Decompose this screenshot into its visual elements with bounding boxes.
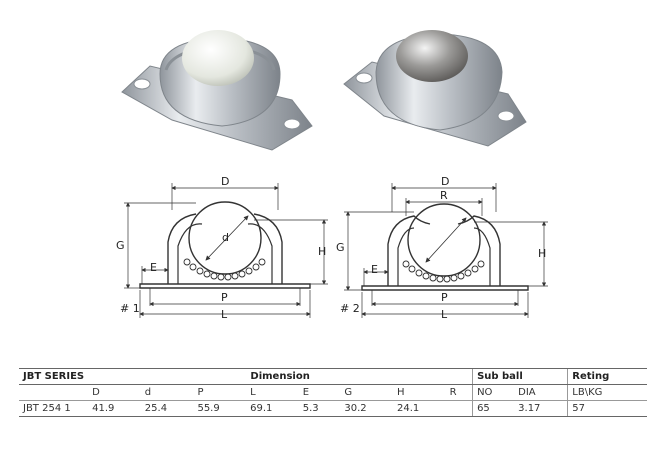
cell-no: 65 — [472, 400, 515, 417]
col-R: R — [445, 384, 473, 401]
subball-header: Sub ball — [472, 368, 568, 385]
col-rating-unit: LB\KG — [567, 384, 647, 401]
spec-header-row: JBT SERIES Dimension Sub ball Reting — [19, 368, 647, 385]
cell-R — [445, 400, 473, 417]
dim-label-D-2: D — [441, 175, 449, 188]
dim-label-G-1: G — [116, 239, 125, 252]
cell-E: 5.3 — [298, 400, 341, 417]
dim-label-H-2: H — [538, 247, 546, 260]
drawing-label-2: # 2 — [340, 302, 360, 315]
cell-P: 55.9 — [193, 400, 247, 417]
dim-label-d-1: d — [222, 231, 229, 244]
sub-balls-2 — [402, 260, 485, 283]
product-photos — [121, 30, 527, 151]
dim-label-L-1: L — [221, 308, 228, 321]
col-d: d — [140, 384, 194, 401]
col-H: H — [393, 384, 446, 401]
dim-label-R-2: R — [440, 189, 448, 202]
dim-label-H-1: H — [318, 245, 326, 258]
cell-G: 30.2 — [340, 400, 394, 417]
sub-balls-1 — [183, 258, 266, 281]
dim-label-G-2: G — [336, 241, 345, 254]
technical-drawings: D d G H E P L # 1 — [116, 175, 548, 321]
col-E: E — [298, 384, 341, 401]
dim-label-L-2: L — [441, 308, 448, 321]
dim-label-E-1: E — [150, 261, 157, 274]
spec-table: JBT SERIES Dimension Sub ball Reting D d… — [19, 368, 647, 417]
drawing-1 — [124, 183, 328, 318]
dim-label-E-2: E — [371, 263, 378, 276]
cell-L: 69.1 — [246, 400, 299, 417]
col-G: G — [340, 384, 394, 401]
dim-label-P-1: P — [221, 291, 228, 304]
col-no: NO — [472, 384, 515, 401]
spec-subheader-row: D d P L E G H R NO DIA LB\KG — [19, 384, 647, 401]
dimension-header: Dimension — [88, 368, 473, 385]
drawing-2 — [344, 183, 548, 318]
cell-dia: 3.17 — [514, 400, 568, 417]
product-photo-nylon — [121, 30, 313, 151]
col-L: L — [246, 384, 299, 401]
product-photo-steel — [343, 30, 527, 147]
cell-D: 41.9 — [88, 400, 141, 417]
cell-d: 25.4 — [140, 400, 194, 417]
cell-rating: 57 — [567, 400, 647, 417]
col-D: D — [88, 384, 141, 401]
rating-header: Reting — [567, 368, 647, 385]
dim-label-P-2: P — [441, 291, 448, 304]
table-row: JBT 254 1 41.9 25.4 55.9 69.1 5.3 30.2 2… — [19, 400, 647, 417]
col-dia: DIA — [514, 384, 568, 401]
drawing-label-1: # 1 — [120, 302, 140, 315]
series-header: JBT SERIES — [19, 368, 89, 385]
cell-model: JBT 254 1 — [19, 400, 89, 417]
dim-label-D-1: D — [221, 175, 229, 188]
cell-H: 24.1 — [393, 400, 446, 417]
col-P: P — [193, 384, 247, 401]
